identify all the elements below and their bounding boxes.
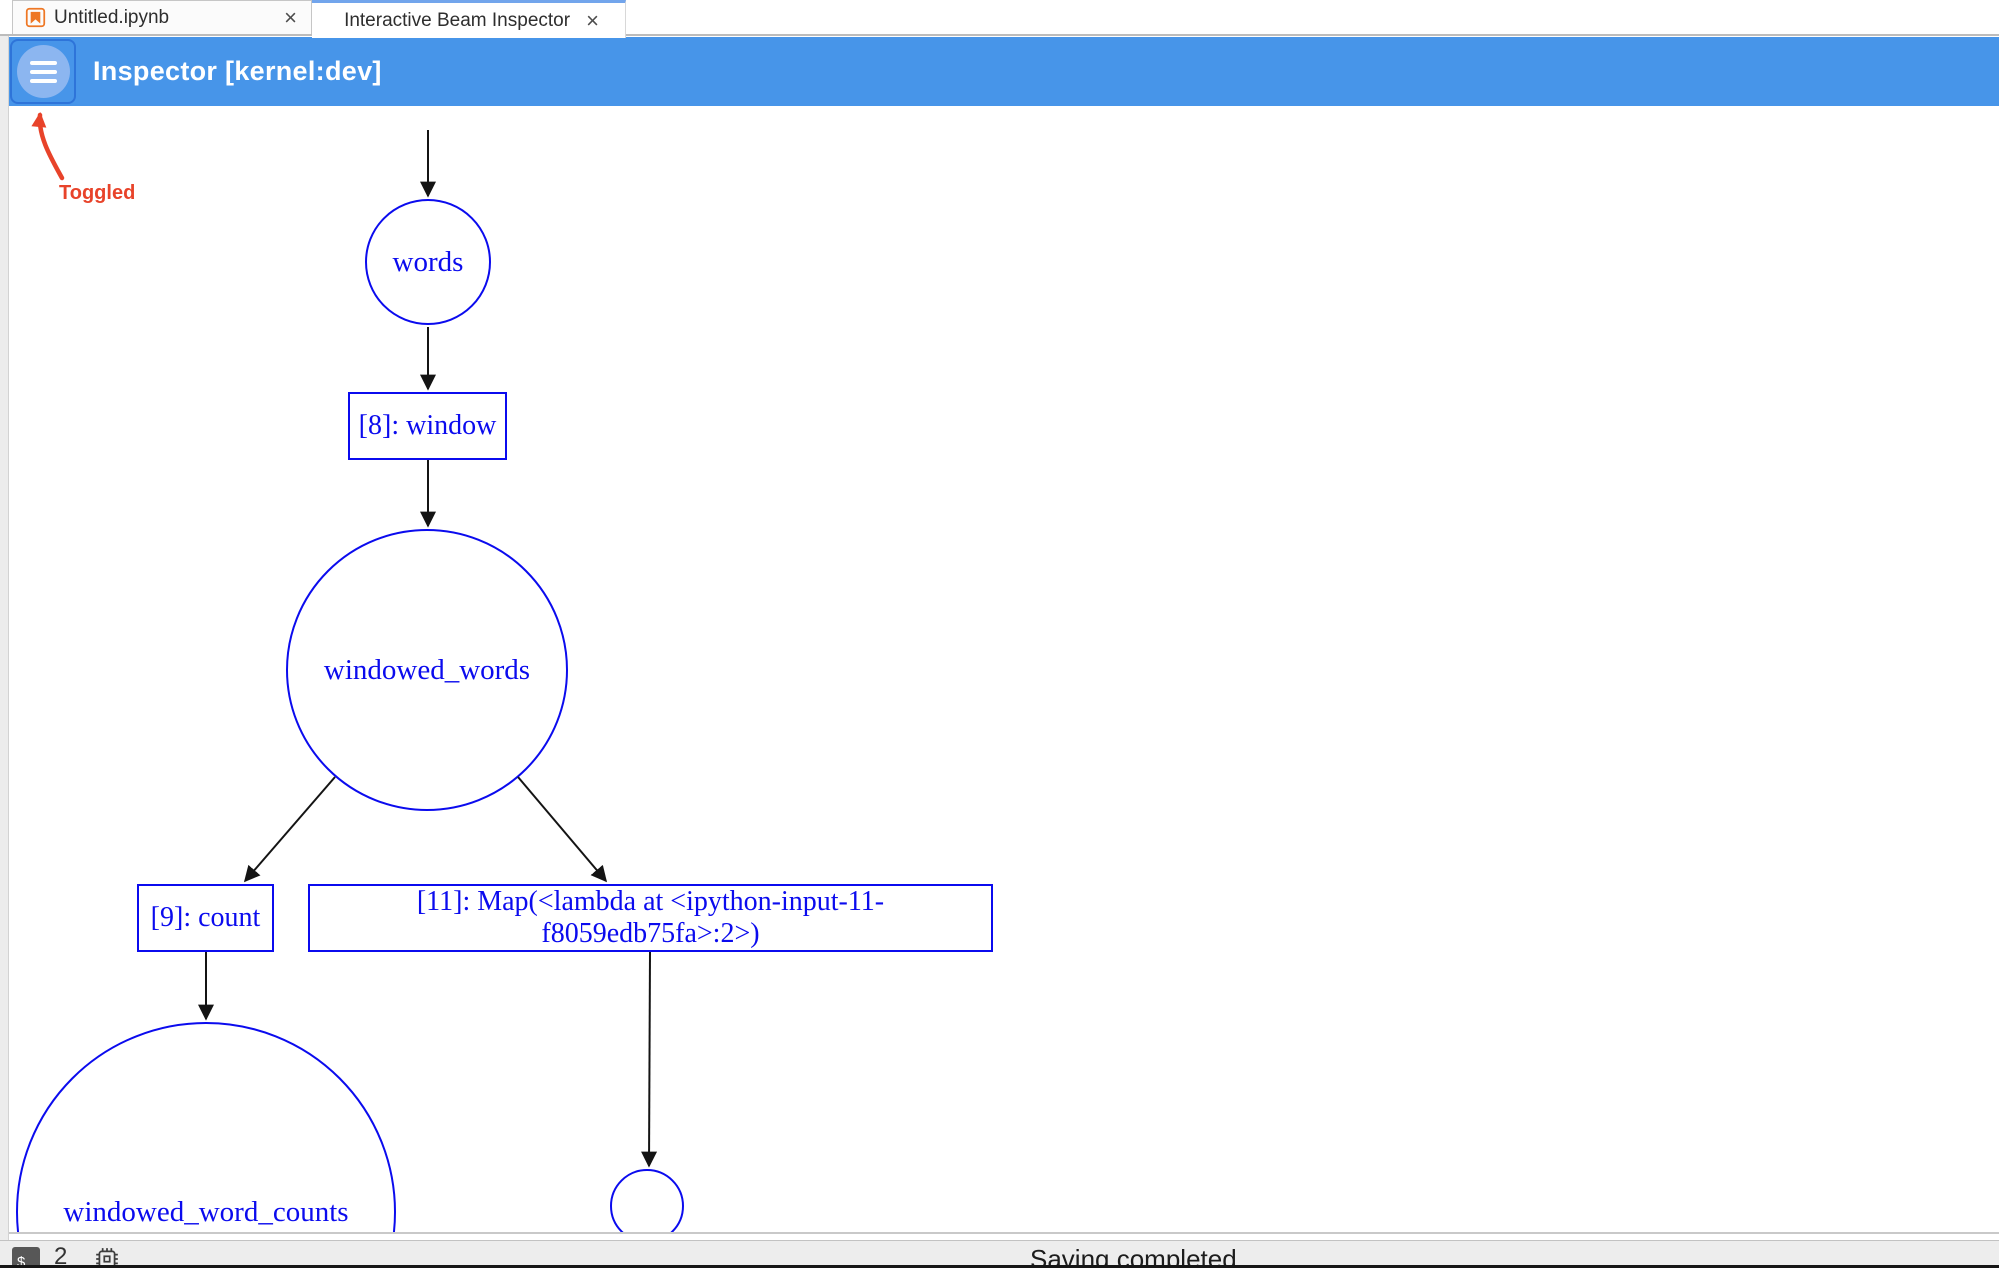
edge-map-to-unnamed [641,951,658,1168]
pcollection-unnamed[interactable] [610,1169,684,1232]
pcollection-windowed-words[interactable]: windowed_words [286,529,568,811]
notebook-icon [25,7,46,28]
edge-windowed-words-to-count [243,776,336,883]
node-label: windowed_words [323,653,531,686]
save-status-message: Saving completed [1030,1244,1237,1268]
tab-label: Untitled.ipynb [54,6,170,28]
close-icon[interactable]: × [284,4,297,30]
node-label: [8]: window [358,410,497,441]
pcollection-words[interactable]: words [365,199,491,325]
status-bar: $ 2 Saving completed [0,1240,1999,1268]
left-sidebar-strip [0,36,9,1240]
inspector-toolbar: Inspector [kernel:dev] [9,37,1999,106]
transform-11-map-lambda[interactable]: [11]: Map(<lambda at <ipython-input-11-f… [308,884,993,952]
edge-windowed-words-to-map [517,776,608,883]
pipeline-graph-canvas: words [8]: window windowed_words [9]: co… [9,106,1999,1234]
node-label: [11]: Map(<lambda at <ipython-input-11-f… [416,886,885,949]
hamburger-icon [16,45,70,98]
terminal-count: 2 [54,1243,68,1268]
node-label: words [392,245,464,278]
pcollection-windowed-word-counts[interactable]: windowed_word_counts [16,1022,396,1232]
transform-9-count[interactable]: [9]: count [137,884,274,952]
tab-bar: Untitled.ipynb × Interactive Beam Inspec… [0,0,1999,38]
annotation-arrow [31,112,65,181]
terminal-icon[interactable]: $ [12,1247,40,1268]
menu-toggle-button[interactable] [10,39,76,104]
tab-label: Interactive Beam Inspector [344,9,571,31]
window-bottom-edge [0,1265,1999,1268]
terminal-glyph: $ [17,1254,26,1268]
tab-interactive-beam-inspector[interactable]: Interactive Beam Inspector × [312,0,626,38]
annotation-toggled-label: Toggled [59,182,136,204]
node-label: [9]: count [150,902,261,933]
tab-untitled-ipynb[interactable]: Untitled.ipynb × [12,0,312,34]
transform-8-window[interactable]: [8]: window [348,392,507,460]
close-icon[interactable]: × [586,7,599,33]
node-label: windowed_word_counts [63,1195,349,1228]
inspector-title: Inspector [kernel:dev] [93,56,382,86]
kernel-chip-icon[interactable] [94,1246,120,1268]
